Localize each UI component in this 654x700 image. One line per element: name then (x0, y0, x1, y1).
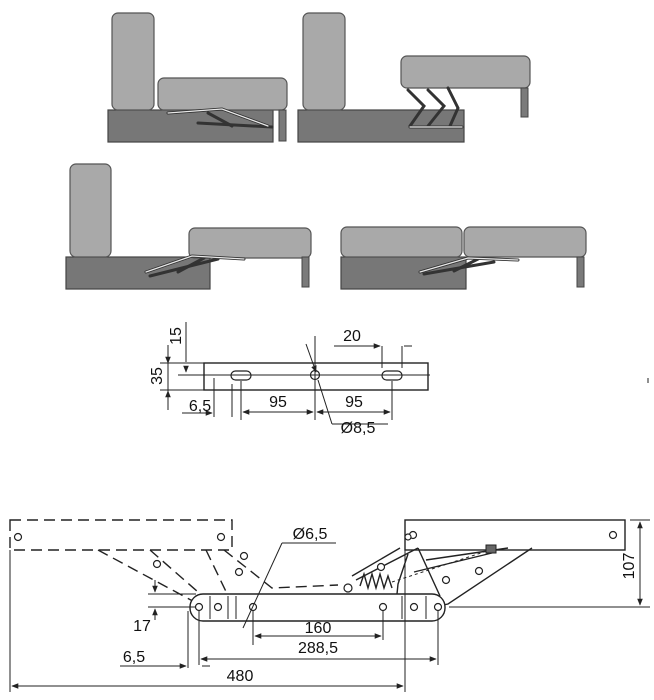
sofa-seat-cushion-2 (400, 55, 531, 89)
sofa-leg-1 (278, 109, 287, 142)
sofa-stage-3 (65, 163, 312, 290)
sofa-backrest-3 (69, 163, 112, 258)
sofa-stage-4 (340, 226, 587, 290)
mechanism-raised-2 (406, 86, 464, 129)
dim-6-5-plate: 6,5 (189, 398, 211, 415)
dim-107: 107 (621, 553, 638, 580)
dim-15: 15 (168, 327, 185, 345)
dim-288-5: 288,5 (298, 640, 338, 657)
dim-95-left: 95 (269, 394, 287, 411)
dim-6-5-mechanism: 6,5 (123, 649, 145, 666)
dim-35: 35 (149, 367, 166, 385)
dim-20: 20 (343, 328, 361, 345)
sofa-stage-2 (297, 12, 531, 143)
upper-plate (404, 519, 626, 551)
sofa-seat-cushion-1 (157, 77, 288, 111)
mechanism-folded-1 (166, 107, 274, 129)
sofa-leg-3 (301, 256, 310, 288)
mechanism-flat-4 (418, 256, 520, 276)
spring (343, 544, 497, 593)
dim-17: 17 (133, 618, 151, 635)
plate-detail: 15 35 20 6,5 95 95 Ø8,5 (149, 322, 430, 437)
dim-95-right: 95 (345, 394, 363, 411)
retracted-position-dashed (9, 519, 339, 607)
sofa-backrest-2 (302, 12, 346, 111)
dim-160: 160 (305, 620, 332, 637)
sofa-backrest-1 (111, 12, 155, 111)
dim-diameter-8-5: Ø8,5 (341, 420, 376, 437)
dim-480: 480 (227, 668, 254, 685)
mechanism-extending-3 (144, 254, 246, 278)
sofa-leg-2 (520, 87, 529, 118)
sofa-seat-cushion-4 (463, 226, 587, 258)
sofa-base-3 (65, 256, 211, 290)
mechanism-assembly: Ø6,5 107 17 160 288,5 6,5 480 (9, 519, 650, 692)
sofa-leg-4 (576, 256, 585, 288)
dim-diameter-6-5: Ø6,5 (293, 526, 328, 543)
sofa-backrest-cushion-4 (340, 226, 463, 258)
sofa-stage-1 (107, 12, 288, 143)
sofa-seat-cushion-3 (188, 227, 312, 259)
sofa-base-4 (340, 256, 467, 290)
